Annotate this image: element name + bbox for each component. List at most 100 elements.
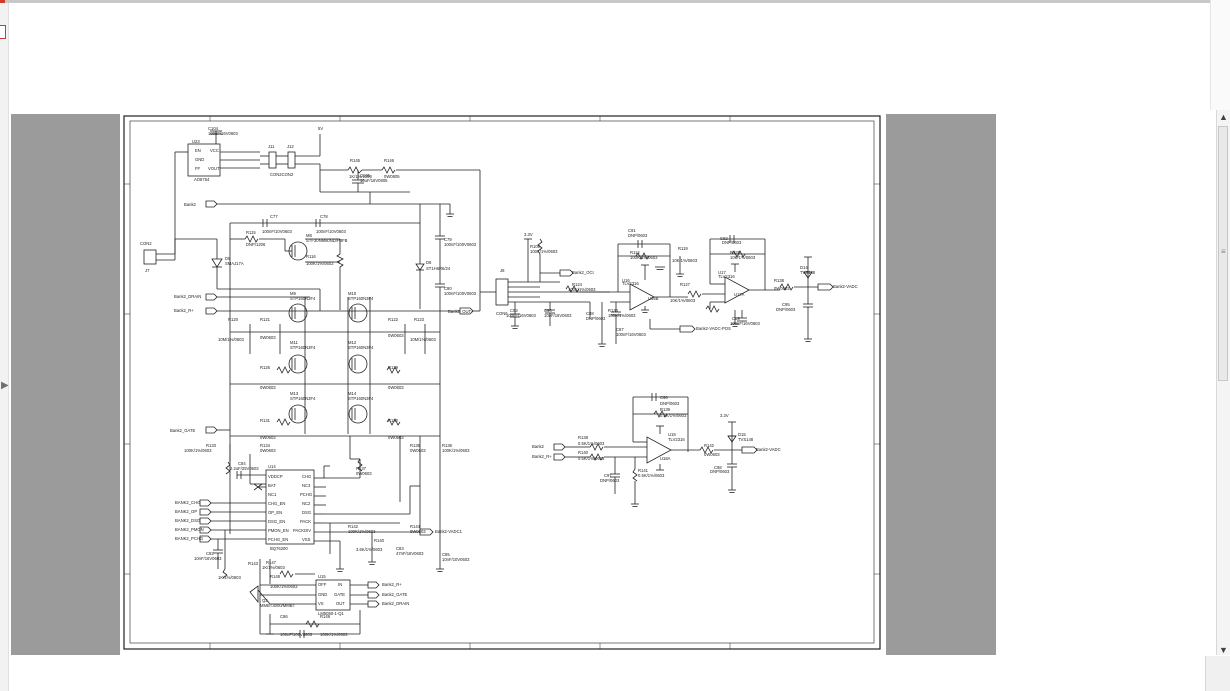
window-top-border xyxy=(0,0,1230,3)
schematic-label-u14: U14 xyxy=(268,464,276,469)
schematic-label-m9v: STP160N3F4 xyxy=(290,296,316,301)
schematic-label-c94: C94 xyxy=(544,308,552,313)
schematic-label-vtop: 5V xyxy=(318,126,323,131)
schematic-label-c80: C80 xyxy=(444,286,452,291)
schematic-label-r116: R116 xyxy=(306,254,316,259)
schematic-label-c105v: 10uF/16V0805 xyxy=(360,178,388,183)
schematic-label-u23p2: GND xyxy=(195,157,204,162)
schematic-label-c96v: DNP/0603 xyxy=(660,401,680,406)
schematic-label-r138v: 0W0603 xyxy=(774,286,790,291)
schematic-label-rp: Bank2_R+ xyxy=(174,308,194,313)
schematic-label-r123: R123 xyxy=(414,317,425,322)
schematic-label-r142b: R142 xyxy=(704,443,715,448)
schematic-label-b2g: Bank2_GATE xyxy=(382,592,407,597)
schematic-label-r131: R131 xyxy=(260,418,271,423)
schematic-label-vdc1: Bank2-VADC1 xyxy=(435,529,463,534)
triangle-up-icon[interactable]: ▲ xyxy=(1219,112,1228,122)
scrollbar-thumb[interactable]: ≡ xyxy=(1218,126,1228,381)
schematic-label-r120v: 10M/1%/0603 xyxy=(218,337,245,342)
schematic-label-r122: R122 xyxy=(388,317,399,322)
schematic-label-r134: R134 xyxy=(260,443,271,448)
schematic-label-u17v: TLV2316 xyxy=(718,274,735,279)
schematic-label-u14r6: PACK xyxy=(300,519,311,524)
schematic-label-j7: J7 xyxy=(145,268,150,273)
schematic-label-sig4: BANK2_PMON xyxy=(175,527,204,532)
schematic-label-r131v: 0W0603 xyxy=(260,435,276,440)
schematic-label-r145v: 1K/1%/1206 xyxy=(349,174,372,179)
schematic-label-r141v: 0.5K/1%/0603 xyxy=(638,473,665,478)
schematic-label-u14r8: VSS xyxy=(302,537,311,542)
schematic-label-r144: R144 xyxy=(410,524,421,529)
schematic-label-oci: Bank2_OCI xyxy=(572,270,594,275)
schematic-label-r129: R129 xyxy=(388,365,399,370)
schematic-label-u15v: LM5050-1-Q1 xyxy=(318,611,345,616)
schematic-label-d6: D6 xyxy=(426,260,432,265)
schematic-label-c80v: 100nF/100V0603 xyxy=(444,291,477,296)
schematic-label-u14l6: DSG_EN xyxy=(268,519,285,524)
schematic-label-r137v: 0W0603 xyxy=(356,471,372,476)
schematic-label-u14r1: CHG xyxy=(302,474,311,479)
vertical-scrollbar[interactable]: ▲ ≡ ▼ xyxy=(1216,110,1230,655)
schematic-label-c87v: 100nF/16V0603 xyxy=(616,332,646,337)
schematic-label-r140b: R140 xyxy=(578,450,589,455)
schematic-label-vadc2: Bank2-VADC xyxy=(756,447,781,452)
schematic-label-c93: C93 xyxy=(510,308,518,313)
schematic-label-m11v: STP160N3F4 xyxy=(290,345,316,350)
schematic-label-c104v: 100nF/16V0603 xyxy=(208,131,238,136)
schematic-label-r148v: 100K/1%/0603 xyxy=(270,584,298,589)
left-panel-tab[interactable] xyxy=(0,25,6,39)
schematic-label-u17: U17 xyxy=(718,270,726,275)
schematic-label-r140: R140 xyxy=(374,538,385,543)
schematic-label-r127v: 10K/1%/0603 xyxy=(670,298,696,303)
schematic-label-m8: M8 xyxy=(306,233,312,238)
schematic-label-sig3: BANK2_DSG xyxy=(175,518,200,523)
schematic-label-u23p3: FF xyxy=(195,166,201,171)
schematic-label-d14v: TVS148 xyxy=(800,270,816,275)
schematic-label-r147v: 1K/1%/0603 xyxy=(262,565,285,570)
schematic-label-r126: R126 xyxy=(260,365,271,370)
schematic-label-r139v: 0.5K/1%/0603 xyxy=(660,413,687,418)
schematic-label-r136: R136 xyxy=(442,443,453,448)
schematic-label-r132v: 0W0603 xyxy=(388,435,404,440)
schematic-label-u17b: U17A xyxy=(734,292,745,297)
schematic-label-u14l1: VDDCP xyxy=(268,474,283,479)
schematic-label-r134v: 0W0603 xyxy=(260,448,276,453)
schematic-label-c91v: DNP/0603 xyxy=(628,233,648,238)
schematic-label-out: Bank2_OUT+ xyxy=(448,309,474,314)
schematic-label-u14l4: CHG_EN xyxy=(268,501,285,506)
schematic-label-c88v: DNP/0603 xyxy=(586,316,606,321)
schematic-label-d5v: SMAJ17A xyxy=(225,261,244,266)
schematic-label-u18b: U18A xyxy=(660,456,671,461)
schematic-label-c98: C98 xyxy=(714,465,722,470)
schematic-label-r130: R130 xyxy=(608,308,619,313)
schematic-label-r138: R138 xyxy=(774,278,785,283)
schematic-label-c98v: DNP/0603 xyxy=(710,469,730,474)
schematic-label-u16v: TLV2316 xyxy=(622,281,639,286)
schematic-label-r136v: 100K/1%/0603 xyxy=(442,448,470,453)
schematic-label-vadc: Bank2-VADC xyxy=(833,284,858,289)
schematic-label-m13: M13 xyxy=(290,391,299,396)
schematic-label-r145: R145 xyxy=(350,158,361,163)
schematic-label-r115v: DNP/1206 xyxy=(246,242,266,247)
schematic-label-c105: C105 xyxy=(360,173,371,178)
triangle-right-icon[interactable]: ▶ xyxy=(1,380,9,391)
schematic-label-c84: C84 xyxy=(238,461,246,466)
schematic-label-r121: R121 xyxy=(260,317,271,322)
schematic-label-c87: C87 xyxy=(616,327,624,332)
schematic-label-r123v: 10M/1%/0603 xyxy=(410,337,437,342)
schematic-label-m10v: STP160N3F4 xyxy=(348,296,374,301)
schematic-label-c79v: 100nF/100V0603 xyxy=(444,242,477,247)
triangle-down-icon[interactable]: ▼ xyxy=(1219,645,1228,655)
schematic-label-u16b: U16B xyxy=(648,296,659,301)
schematic-label-c77: C77 xyxy=(270,214,278,219)
schematic-label-r119: R119 xyxy=(678,246,688,251)
schematic-label-r112v: 100K/1%/0603 xyxy=(630,255,658,260)
schematic-label-r126v: 0W0603 xyxy=(260,385,276,390)
schematic-label-sig5: BANK2_PCHG xyxy=(175,536,203,541)
schematic-label-r115: R115 xyxy=(246,230,256,235)
schematic-label-r128: R128 xyxy=(730,250,741,255)
schematic-label-c83: C83 xyxy=(396,546,404,551)
schematic-label-u14l7: PMON_EN xyxy=(268,528,289,533)
